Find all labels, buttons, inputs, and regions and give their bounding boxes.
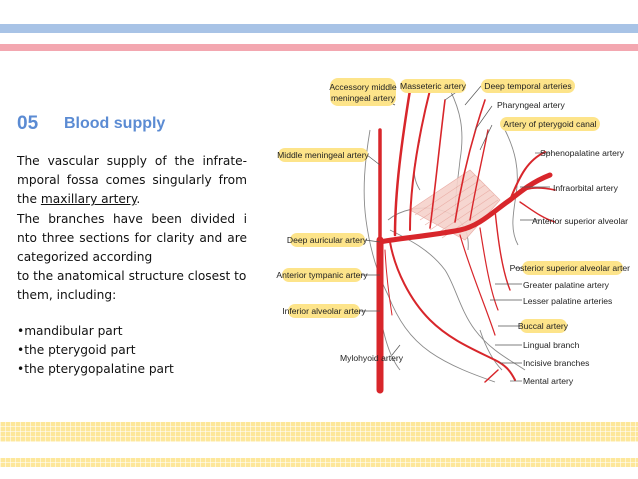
label-accessory-middle-1: Accessory middle [329,82,397,92]
label-middle-meningeal: Middle meningeal artery [277,150,369,160]
label-anterior-tympanic: Anterior tympanic artery [276,270,368,280]
bullet-mandibular: •mandibular part [17,323,123,338]
diagram-labels: Accessory middle meningeal artery Masset… [276,81,630,386]
top-blue-band [0,24,638,33]
label-buccal: Buccal artery [518,321,569,331]
maxillary-artery-link[interactable]: maxillary artery [40,192,137,207]
label-greater-palatine: Greater palatine artery [523,280,610,290]
bottom-yellow-band [0,422,638,442]
label-mylohyoid: Mylohyoid artery [340,353,404,363]
bottom-yellow-band-thin [0,458,638,467]
maxillary-artery-diagram: Accessory middle meningeal artery Masset… [276,78,630,394]
bullet-pterygopalatine: •the pterygopalatine part [17,362,174,377]
highlight-deep-temporal [481,79,575,93]
label-anterior-superior-alveolar: Anterior superior alveolar artery [532,216,630,226]
section-title: Blood supply [64,115,166,132]
paragraph-intro: The vascular supply of the infrate-mpora… [17,154,247,207]
label-mental: Mental artery [523,376,574,386]
highlight-inferior-alveolar [288,304,360,318]
paragraph-divided: The branches have been divided i nto thr… [17,211,247,265]
arteries [376,88,556,394]
label-deep-temporal: Deep temporal arteries [484,81,571,91]
label-masseteric: Masseteric artery [400,81,467,91]
label-accessory-middle-2: meningeal artery [331,93,396,103]
label-inferior-alveolar: Inferior alveolar artery [282,306,366,316]
label-highlights [278,78,623,333]
top-pink-band [0,44,638,51]
label-deep-auricular: Deep auricular artery [287,235,368,245]
highlight-middle-meningeal [278,148,368,162]
paragraph-structure: to the anatomical structure closest to t… [17,269,247,303]
label-posterior-superior-alveolar: Posterior superior alveolar artery [510,263,630,273]
label-pharyngeal: Pharyngeal artery [497,100,566,110]
highlight-buccal [520,319,567,333]
highlight-deep-auricular [290,233,365,247]
highlight-anterior-tympanic [282,268,362,282]
label-lesser-palatine: Lesser palatine arteries [523,296,612,306]
body-text: The vascular supply of the infrate-mpora… [17,152,247,379]
highlight-posterior-superior-alveolar [522,261,623,275]
highlight-pterygoid-canal [500,117,600,131]
label-infraorbital: Infraorbital artery [553,183,619,193]
bullet-pterygoid: •the pterygoid part [17,342,136,357]
section-number: 05 [17,113,39,134]
highlight-masseteric [400,79,466,93]
label-sphenopalatine: Sphenopalatine artery [540,148,625,158]
highlight-accessory-middle [330,78,396,106]
label-incisive: Incisive branches [523,358,589,368]
label-lingual: Lingual branch [523,340,580,350]
label-pterygoid-canal: Artery of pterygoid canal [503,119,596,129]
